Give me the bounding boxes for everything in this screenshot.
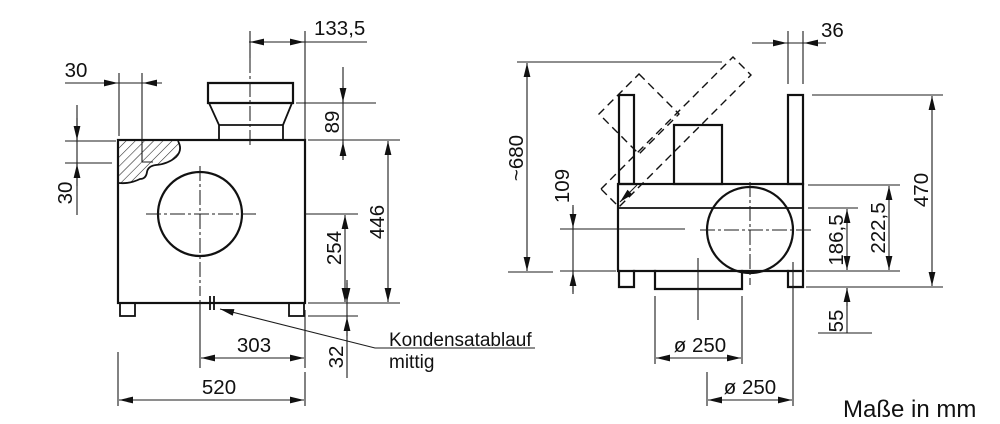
- side-right-panel: [786, 93, 805, 186]
- dim-30-vertical: 30: [54, 182, 77, 205]
- dim-89: 89: [321, 111, 344, 134]
- side-centerlines: [697, 182, 812, 320]
- front-dimension-lines: [65, 31, 535, 406]
- condensate-leader-line: [219, 308, 535, 349]
- dim-55: 55: [825, 310, 848, 333]
- front-top-duct: [206, 81, 295, 140]
- condensate-note-line2: mittig: [389, 352, 434, 373]
- dim-250-bottom: ø 250: [674, 334, 726, 357]
- front-hatched-corner-section: [118, 140, 181, 185]
- side-dimension-lines: [508, 31, 943, 406]
- dim-254: 254: [323, 231, 346, 265]
- dim-470: 470: [910, 173, 933, 207]
- units-note: Maße in mm: [843, 396, 976, 423]
- side-top-duct: [672, 123, 724, 186]
- dim-133-5: 133,5: [314, 17, 365, 40]
- dim-36: 36: [821, 19, 844, 42]
- filter-pull-direction-arrow: [619, 184, 638, 203]
- front-view: 133,5 30 30 89 446 254 32 303 520 Konden…: [54, 17, 535, 406]
- front-left-foot: [119, 302, 136, 317]
- dim-109: 109: [551, 169, 574, 203]
- side-view: 36 ~680 109 470 222,5 186,5 55 ø 250 ø 2…: [505, 19, 943, 406]
- dim-680: ~680: [505, 135, 528, 181]
- front-body-outline: [116, 138, 307, 305]
- dim-30-horizontal: 30: [65, 59, 88, 82]
- side-left-foot: [617, 269, 636, 289]
- side-body-outline: [616, 182, 805, 273]
- dim-186-5: 186,5: [825, 214, 848, 265]
- front-centerlines: [146, 31, 256, 296]
- dim-222-5: 222,5: [867, 202, 890, 253]
- side-right-foot: [786, 269, 805, 289]
- front-right-foot: [288, 302, 305, 317]
- dim-520: 520: [202, 376, 236, 399]
- dim-32: 32: [325, 346, 348, 369]
- side-left-panel: [617, 93, 636, 186]
- dim-446: 446: [366, 205, 389, 239]
- condensate-note-line1: Kondensatablauf: [389, 330, 532, 351]
- dim-303: 303: [237, 334, 271, 357]
- dim-250-side: ø 250: [724, 376, 776, 399]
- filter-swing-envelope: [598, 56, 752, 208]
- condensate-drain-mark: [209, 296, 215, 310]
